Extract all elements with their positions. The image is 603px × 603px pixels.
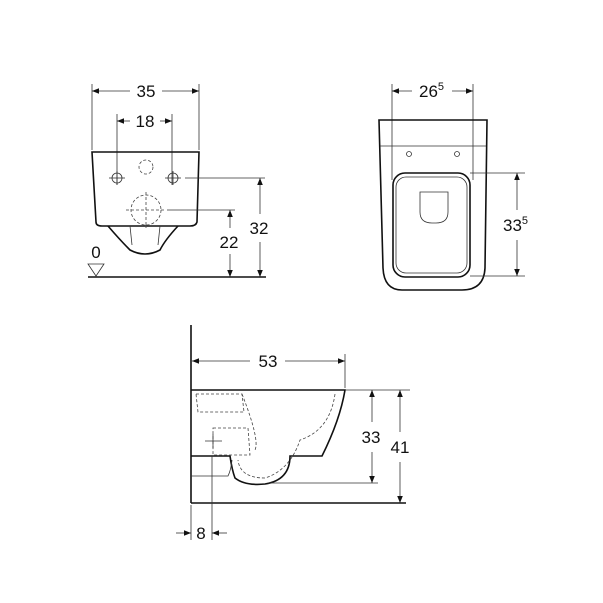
projection-label: 53: [259, 352, 278, 371]
bowl-outline: [107, 225, 179, 255]
side-view: 53 33 41 8: [176, 325, 410, 543]
seat-length-label: 335: [503, 215, 528, 235]
top-view: 265 335: [378, 81, 528, 291]
pan-outline: [191, 389, 346, 486]
fixing-spacing-label: 18: [136, 112, 155, 131]
width-label: 35: [137, 82, 156, 101]
total-height-label: 41: [391, 438, 410, 457]
lid-outline: [419, 191, 449, 224]
pan-outline: [91, 151, 200, 227]
level-triangle-icon: [87, 263, 105, 277]
outlet-height-label: 22: [220, 233, 239, 252]
pan-outline: [378, 119, 488, 291]
offset-label: 8: [196, 524, 205, 543]
floor-level-label: 0: [91, 243, 100, 262]
fixing-height-label: 32: [250, 219, 269, 238]
front-view: 35 18 32 22 0: [87, 82, 269, 278]
seat-outline: [392, 172, 471, 278]
width-label: 265: [419, 81, 444, 101]
rim-height-label: 33: [362, 428, 381, 447]
